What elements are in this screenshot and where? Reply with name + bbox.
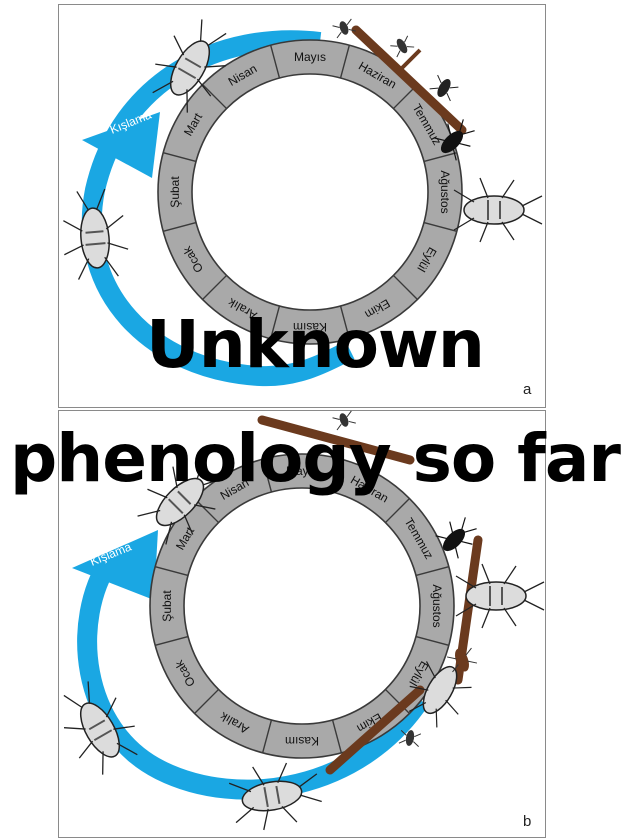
month-label-a-1: Şubat: [168, 176, 182, 208]
bug-adult-a2: [454, 178, 542, 242]
month-label-b-10: Kasım: [285, 734, 319, 748]
nymph-a3: [389, 34, 414, 58]
month-label-b-1: Şubat: [160, 590, 174, 622]
month-label-a-7: Ağustos: [438, 170, 452, 213]
arrow-head-b: [72, 530, 158, 600]
overwintering-arrow-b: [87, 560, 420, 790]
panel-label-a: a: [523, 381, 532, 398]
ring-inner-edge: [184, 488, 420, 724]
nymph-b3: [399, 728, 421, 747]
overlay-text-line-1: Unknown: [0, 312, 630, 378]
ring-inner-edge: [192, 74, 428, 310]
panel-label-b: b: [523, 813, 531, 830]
overlay-text-line-2: phenology so far: [0, 426, 630, 492]
branch-twig-a: [400, 50, 420, 70]
month-label-b-7: Ağustos: [430, 584, 444, 627]
month-label-a-4: Mayıs: [294, 50, 326, 64]
